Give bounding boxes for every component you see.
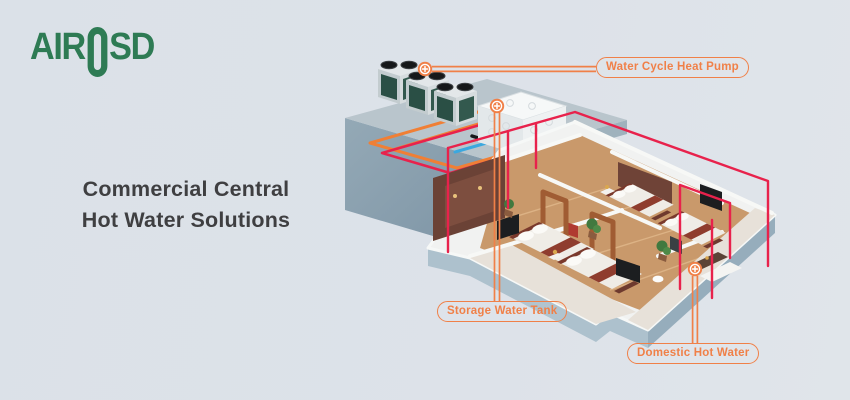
- pipe-goalpost: [678, 183, 732, 291]
- connector-heat-pump: [432, 65, 596, 73]
- logo: AIROSD: [30, 21, 155, 77]
- hot-water-pipes: [446, 110, 770, 300]
- callout-domestic-hot-water: Domestic Hot Water: [627, 343, 760, 364]
- callout-water-cycle-heat-pump: Water Cycle Heat Pump: [596, 57, 749, 78]
- tv-panels: [497, 184, 722, 283]
- headline-line2: Hot Water Solutions: [81, 207, 291, 232]
- accent-walls: [433, 155, 672, 241]
- logo-text-sd: SD: [109, 26, 155, 68]
- headline-line1: Commercial Central: [82, 177, 290, 201]
- marker-domestic: [687, 261, 703, 277]
- plants: [504, 199, 671, 262]
- marker-storage-tank: [489, 98, 505, 114]
- connector-storage-tank: [493, 112, 501, 302]
- page-title: Commercial Central Hot Water Solutions: [60, 174, 312, 236]
- callout-storage-water-tank: Storage Water Tank: [437, 301, 568, 322]
- logo-o-shape: O: [87, 27, 108, 77]
- pipe-main-rail: [446, 110, 770, 268]
- heat-pump-unit-3: [433, 82, 478, 127]
- marker-heat-pump: [417, 61, 433, 77]
- connector-domestic: [691, 276, 699, 344]
- callout-connectors: [432, 65, 699, 344]
- logo-text-air: AIR: [30, 26, 86, 68]
- tile-floor-front: [470, 245, 636, 324]
